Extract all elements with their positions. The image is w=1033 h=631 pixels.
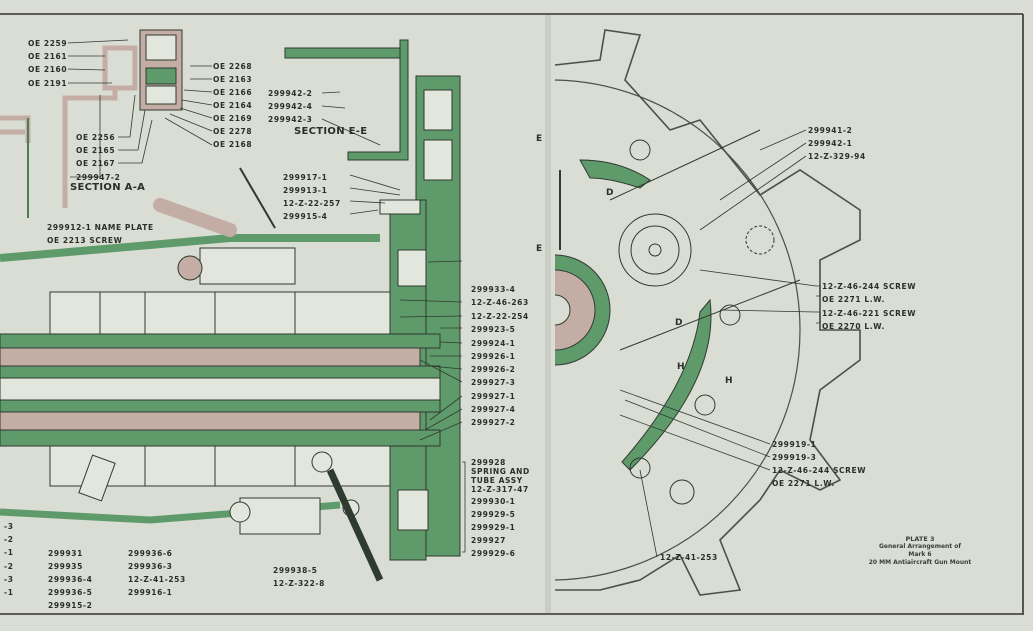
callout: OE 2191 bbox=[28, 79, 68, 88]
callout: 299936-6 bbox=[128, 549, 173, 558]
callout: 299913-1 bbox=[283, 186, 328, 195]
callout: OE 2256 bbox=[76, 133, 116, 142]
callout: TUBE ASSY bbox=[471, 476, 523, 485]
callout: 299942-4 bbox=[268, 102, 313, 111]
callout: 299936-4 bbox=[48, 575, 93, 584]
callout: 299917-1 bbox=[283, 173, 328, 182]
callout: 299926-2 bbox=[471, 365, 516, 374]
plate-caption: PLATE 3 General Arrangement of Mark 6 20… bbox=[850, 535, 990, 567]
callout: -2 bbox=[4, 562, 14, 571]
callout: 299942-2 bbox=[268, 89, 313, 98]
callout: -1 bbox=[4, 588, 14, 597]
callout: 299927 bbox=[471, 536, 506, 545]
callout: 299927-3 bbox=[471, 378, 516, 387]
callout: SPRING AND bbox=[471, 467, 530, 476]
callout: -1 bbox=[4, 548, 14, 557]
section-aa-title: SECTION A-A bbox=[70, 182, 146, 193]
callout: OE 2163 bbox=[213, 75, 253, 84]
plate-line-2: Mark 6 bbox=[908, 551, 932, 558]
callout: 299935 bbox=[48, 562, 83, 571]
callout: 299915-2 bbox=[48, 601, 93, 610]
callout: OE 2168 bbox=[213, 140, 253, 149]
plate-line-1: General Arrangement of bbox=[878, 543, 962, 550]
callout: 299916-1 bbox=[128, 588, 173, 597]
callout: 299923-5 bbox=[471, 325, 516, 334]
callout: OE 2271 L.W. bbox=[772, 479, 835, 488]
callout: OE 2213 SCREW bbox=[47, 236, 123, 245]
section-aa-assembly bbox=[0, 29, 183, 218]
callout: -3 bbox=[4, 575, 14, 584]
callout: OE 2169 bbox=[213, 114, 253, 123]
section-mark-d-bottom: D bbox=[675, 318, 683, 328]
callout: 12-Z-322-8 bbox=[273, 579, 325, 588]
callout: 299919-3 bbox=[772, 453, 817, 462]
callout: OE 2268 bbox=[213, 62, 253, 71]
callout: OE 2278 bbox=[213, 127, 253, 136]
callout: 299926-1 bbox=[471, 352, 516, 361]
callout: OE 2271 L.W. bbox=[822, 295, 885, 304]
callout: 299938-5 bbox=[273, 566, 318, 575]
callout: 12-Z-22-257 bbox=[283, 199, 341, 208]
callout: OE 2166 bbox=[213, 88, 253, 97]
callout: 299919-1 bbox=[772, 440, 817, 449]
callout: OE 2161 bbox=[28, 52, 68, 61]
callout: 299927-1 bbox=[471, 392, 516, 401]
section-ee-title: SECTION E-E bbox=[294, 126, 368, 137]
callout: 299941-2 bbox=[808, 126, 853, 135]
callout: 299927-2 bbox=[471, 418, 516, 427]
leader-lines bbox=[67, 39, 821, 558]
callout: 12-Z-41-253 bbox=[128, 575, 186, 584]
callout: 12-Z-46-263 bbox=[471, 298, 529, 307]
callout: 12-Z-317-47 bbox=[471, 485, 529, 494]
callout: 299936-5 bbox=[48, 588, 93, 597]
callout: 299942-1 bbox=[808, 139, 853, 148]
section-mark-h-right: H bbox=[725, 376, 733, 386]
callout: 299933-4 bbox=[471, 285, 516, 294]
callout: 299929-1 bbox=[471, 523, 516, 532]
section-mark-d-top: D bbox=[606, 188, 614, 198]
lower-linkage bbox=[0, 451, 384, 582]
callout: 299915-4 bbox=[283, 212, 328, 221]
callout: OE 2164 bbox=[213, 101, 253, 110]
callout: -3 bbox=[4, 522, 14, 531]
barrel-assembly bbox=[0, 291, 441, 487]
callout: 299942-3 bbox=[268, 115, 313, 124]
callout: 299924-1 bbox=[471, 339, 516, 348]
plate-line-3: 20 MM Antiaircraft Gun Mount bbox=[868, 559, 972, 566]
callout: 299936-3 bbox=[128, 562, 173, 571]
callout: 299927-4 bbox=[471, 405, 516, 414]
callout: 12-Z-46-244 SCREW bbox=[772, 466, 867, 475]
callout: 299912-1 NAME PLATE bbox=[47, 223, 154, 232]
callout: OE 2165 bbox=[76, 146, 116, 155]
callout: 299929-6 bbox=[471, 549, 516, 558]
callout: 12-Z-46-221 SCREW bbox=[822, 309, 917, 318]
callout: 299930-1 bbox=[471, 497, 516, 506]
callout: 299931 bbox=[48, 549, 83, 558]
section-mark-e-bottom: E bbox=[536, 244, 543, 254]
callout: 299947-2 bbox=[76, 173, 121, 182]
plate-number: PLATE 3 bbox=[905, 535, 935, 543]
callout: 12-Z-329-94 bbox=[808, 152, 866, 161]
section-mark-e-top: E bbox=[536, 134, 543, 144]
callout: 299928 bbox=[471, 458, 506, 467]
callout: 12-Z-41-253 bbox=[660, 553, 718, 562]
section-mark-h-left: H bbox=[677, 362, 685, 372]
upper-spring bbox=[0, 167, 421, 285]
callout: 12-Z-22-254 bbox=[471, 312, 529, 321]
callout: -2 bbox=[4, 535, 14, 544]
callout: OE 2167 bbox=[76, 159, 116, 168]
callout: OE 2270 L.W. bbox=[822, 322, 885, 331]
callout: OE 2160 bbox=[28, 65, 68, 74]
callout: 299929-5 bbox=[471, 510, 516, 519]
callout: OE 2259 bbox=[28, 39, 68, 48]
plan-view bbox=[554, 29, 861, 596]
callout: 12-Z-46-244 SCREW bbox=[822, 282, 917, 291]
